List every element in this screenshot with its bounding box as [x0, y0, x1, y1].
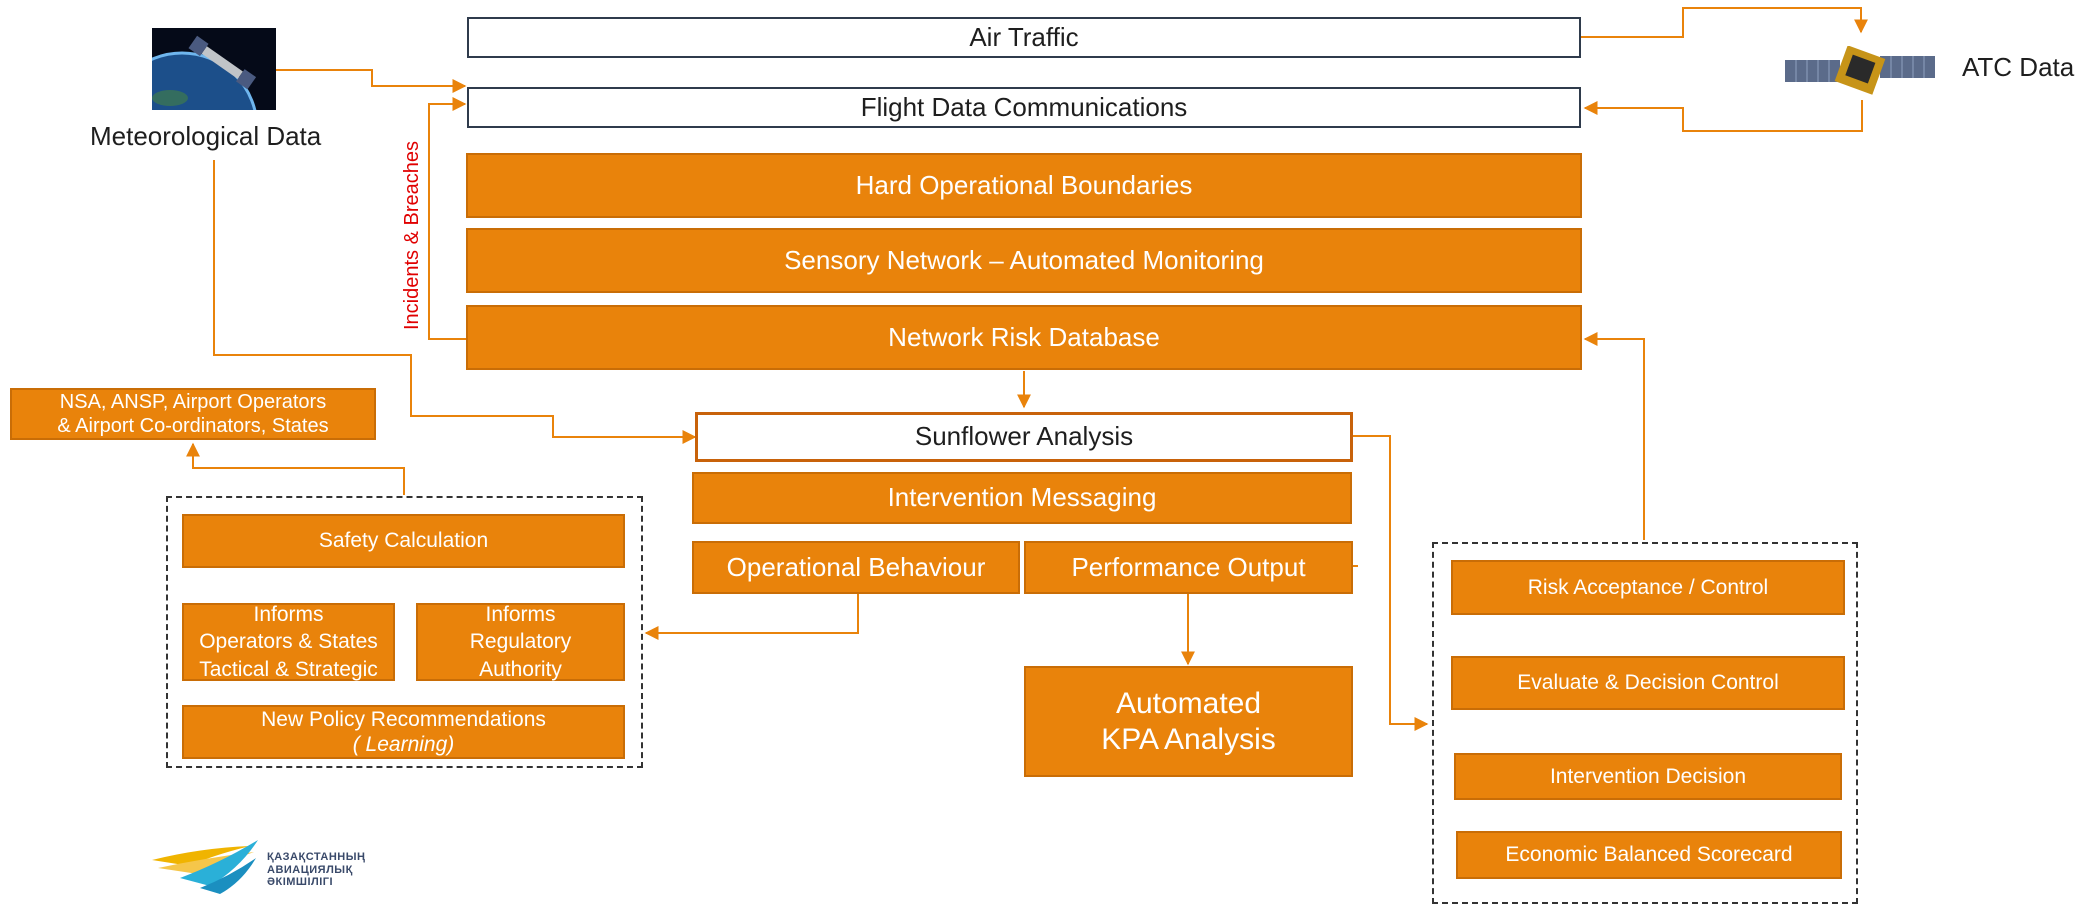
flight-data-label: Flight Data Communications — [860, 91, 1188, 122]
satellite-image — [1785, 46, 1935, 95]
new-policy-box: New Policy Recommendations ( Learning) — [182, 705, 625, 759]
risk-database-label: Network Risk Database — [888, 321, 1160, 352]
safety-calculation-label: Safety Calculation — [318, 529, 489, 553]
logo-wings-icon — [152, 840, 258, 894]
stakeholders-box: NSA, ANSP, Airport Operators & Airport C… — [10, 388, 376, 440]
performance-output-label: Performance Output — [1071, 551, 1306, 582]
informs-operators-line2: Operators & States — [199, 630, 378, 654]
connector-incidents-loop — [428, 97, 467, 340]
stakeholders-line2: & Airport Co-ordinators, States — [57, 415, 329, 437]
satellite-earth-image — [152, 28, 276, 110]
evaluate-decision-box: Evaluate & Decision Control — [1451, 656, 1845, 710]
sensory-network-box: Sensory Network – Automated Monitoring — [466, 228, 1582, 293]
hard-boundaries-box: Hard Operational Boundaries — [466, 153, 1582, 218]
sensory-network-label: Sensory Network – Automated Monitoring — [784, 244, 1264, 275]
logo-line3: ӘКІМШІЛІГІ — [267, 876, 334, 889]
intervention-decision-box: Intervention Decision — [1454, 753, 1842, 800]
connector-met-to-flightdata — [276, 69, 467, 93]
hard-boundaries-label: Hard Operational Boundaries — [855, 169, 1193, 200]
new-policy-line2: ( Learning) — [352, 733, 455, 756]
evaluate-decision-label: Evaluate & Decision Control — [1517, 671, 1779, 695]
risk-acceptance-box: Risk Acceptance / Control — [1451, 560, 1845, 615]
informs-regulatory-line3: Authority — [479, 657, 562, 681]
logo-line1: ҚАЗАҚСТАННЫҢ — [267, 851, 366, 863]
stakeholders-line1: NSA, ANSP, Airport Operators — [59, 391, 327, 413]
informs-regulatory-line1: Informs — [485, 603, 556, 627]
operational-behaviour-label: Operational Behaviour — [726, 551, 986, 582]
operational-behaviour-box: Operational Behaviour — [692, 541, 1020, 594]
informs-operators-line1: Informs — [253, 603, 324, 627]
informs-operators-line3: Tactical & Strategic — [199, 657, 378, 681]
air-traffic-label: Air Traffic — [969, 21, 1079, 52]
sunflower-analysis-box: Sunflower Analysis — [695, 412, 1353, 462]
informs-regulatory-line2: Regulatory — [469, 630, 572, 654]
kpa-analysis-line2: KPA Analysis — [1101, 722, 1276, 756]
right-panel-group — [1432, 542, 1858, 904]
intervention-messaging-box: Intervention Messaging — [692, 472, 1352, 524]
safety-calculation-box: Safety Calculation — [182, 514, 625, 568]
economic-scorecard-box: Economic Balanced Scorecard — [1456, 831, 1842, 879]
performance-output-box: Performance Output — [1024, 541, 1353, 594]
new-policy-line1: New Policy Recommendations — [261, 707, 546, 731]
informs-operators-box: Informs Operators & States Tactical & St… — [182, 603, 395, 681]
left-panel-group — [166, 496, 643, 768]
connector-airtraffic-to-atc — [1581, 7, 1868, 38]
intervention-messaging-label: Intervention Messaging — [887, 482, 1157, 513]
incidents-breaches-label: Incidents & Breaches — [401, 141, 423, 330]
logo-wordmark: ҚАЗАҚСТАННЫҢ АВИАЦИЯЛЫҚ ӘКІМШІЛІГІ — [267, 851, 365, 889]
air-traffic-box: Air Traffic — [467, 17, 1581, 58]
meteorological-data-label: Meteorological Data — [90, 121, 322, 151]
kpa-analysis-box: Automated KPA Analysis — [1024, 666, 1353, 777]
connector-sunflower-to-rightpanel — [1353, 435, 1429, 731]
connector-rightpanel-to-riskdb — [1583, 332, 1645, 540]
intervention-decision-label: Intervention Decision — [1549, 764, 1747, 788]
connector-met-to-sunflower — [213, 160, 697, 444]
sunflower-analysis-label: Sunflower Analysis — [914, 421, 1134, 452]
logo-line2: АВИАЦИЯЛЫҚ — [267, 863, 353, 876]
kpa-analysis-line1: Automated — [1115, 686, 1262, 720]
risk-acceptance-label: Risk Acceptance / Control — [1527, 575, 1769, 599]
connector-atc-to-flightdata — [1583, 100, 1863, 132]
risk-database-box: Network Risk Database — [466, 305, 1582, 370]
connector-operational-to-panel — [644, 594, 859, 640]
economic-scorecard-label: Economic Balanced Scorecard — [1505, 843, 1793, 867]
informs-regulatory-box: Informs Regulatory Authority — [416, 603, 625, 681]
atc-data-label: ATC Data — [1962, 52, 2075, 82]
connector-panel-to-stakeholders — [186, 442, 405, 495]
flight-data-box: Flight Data Communications — [467, 87, 1581, 128]
